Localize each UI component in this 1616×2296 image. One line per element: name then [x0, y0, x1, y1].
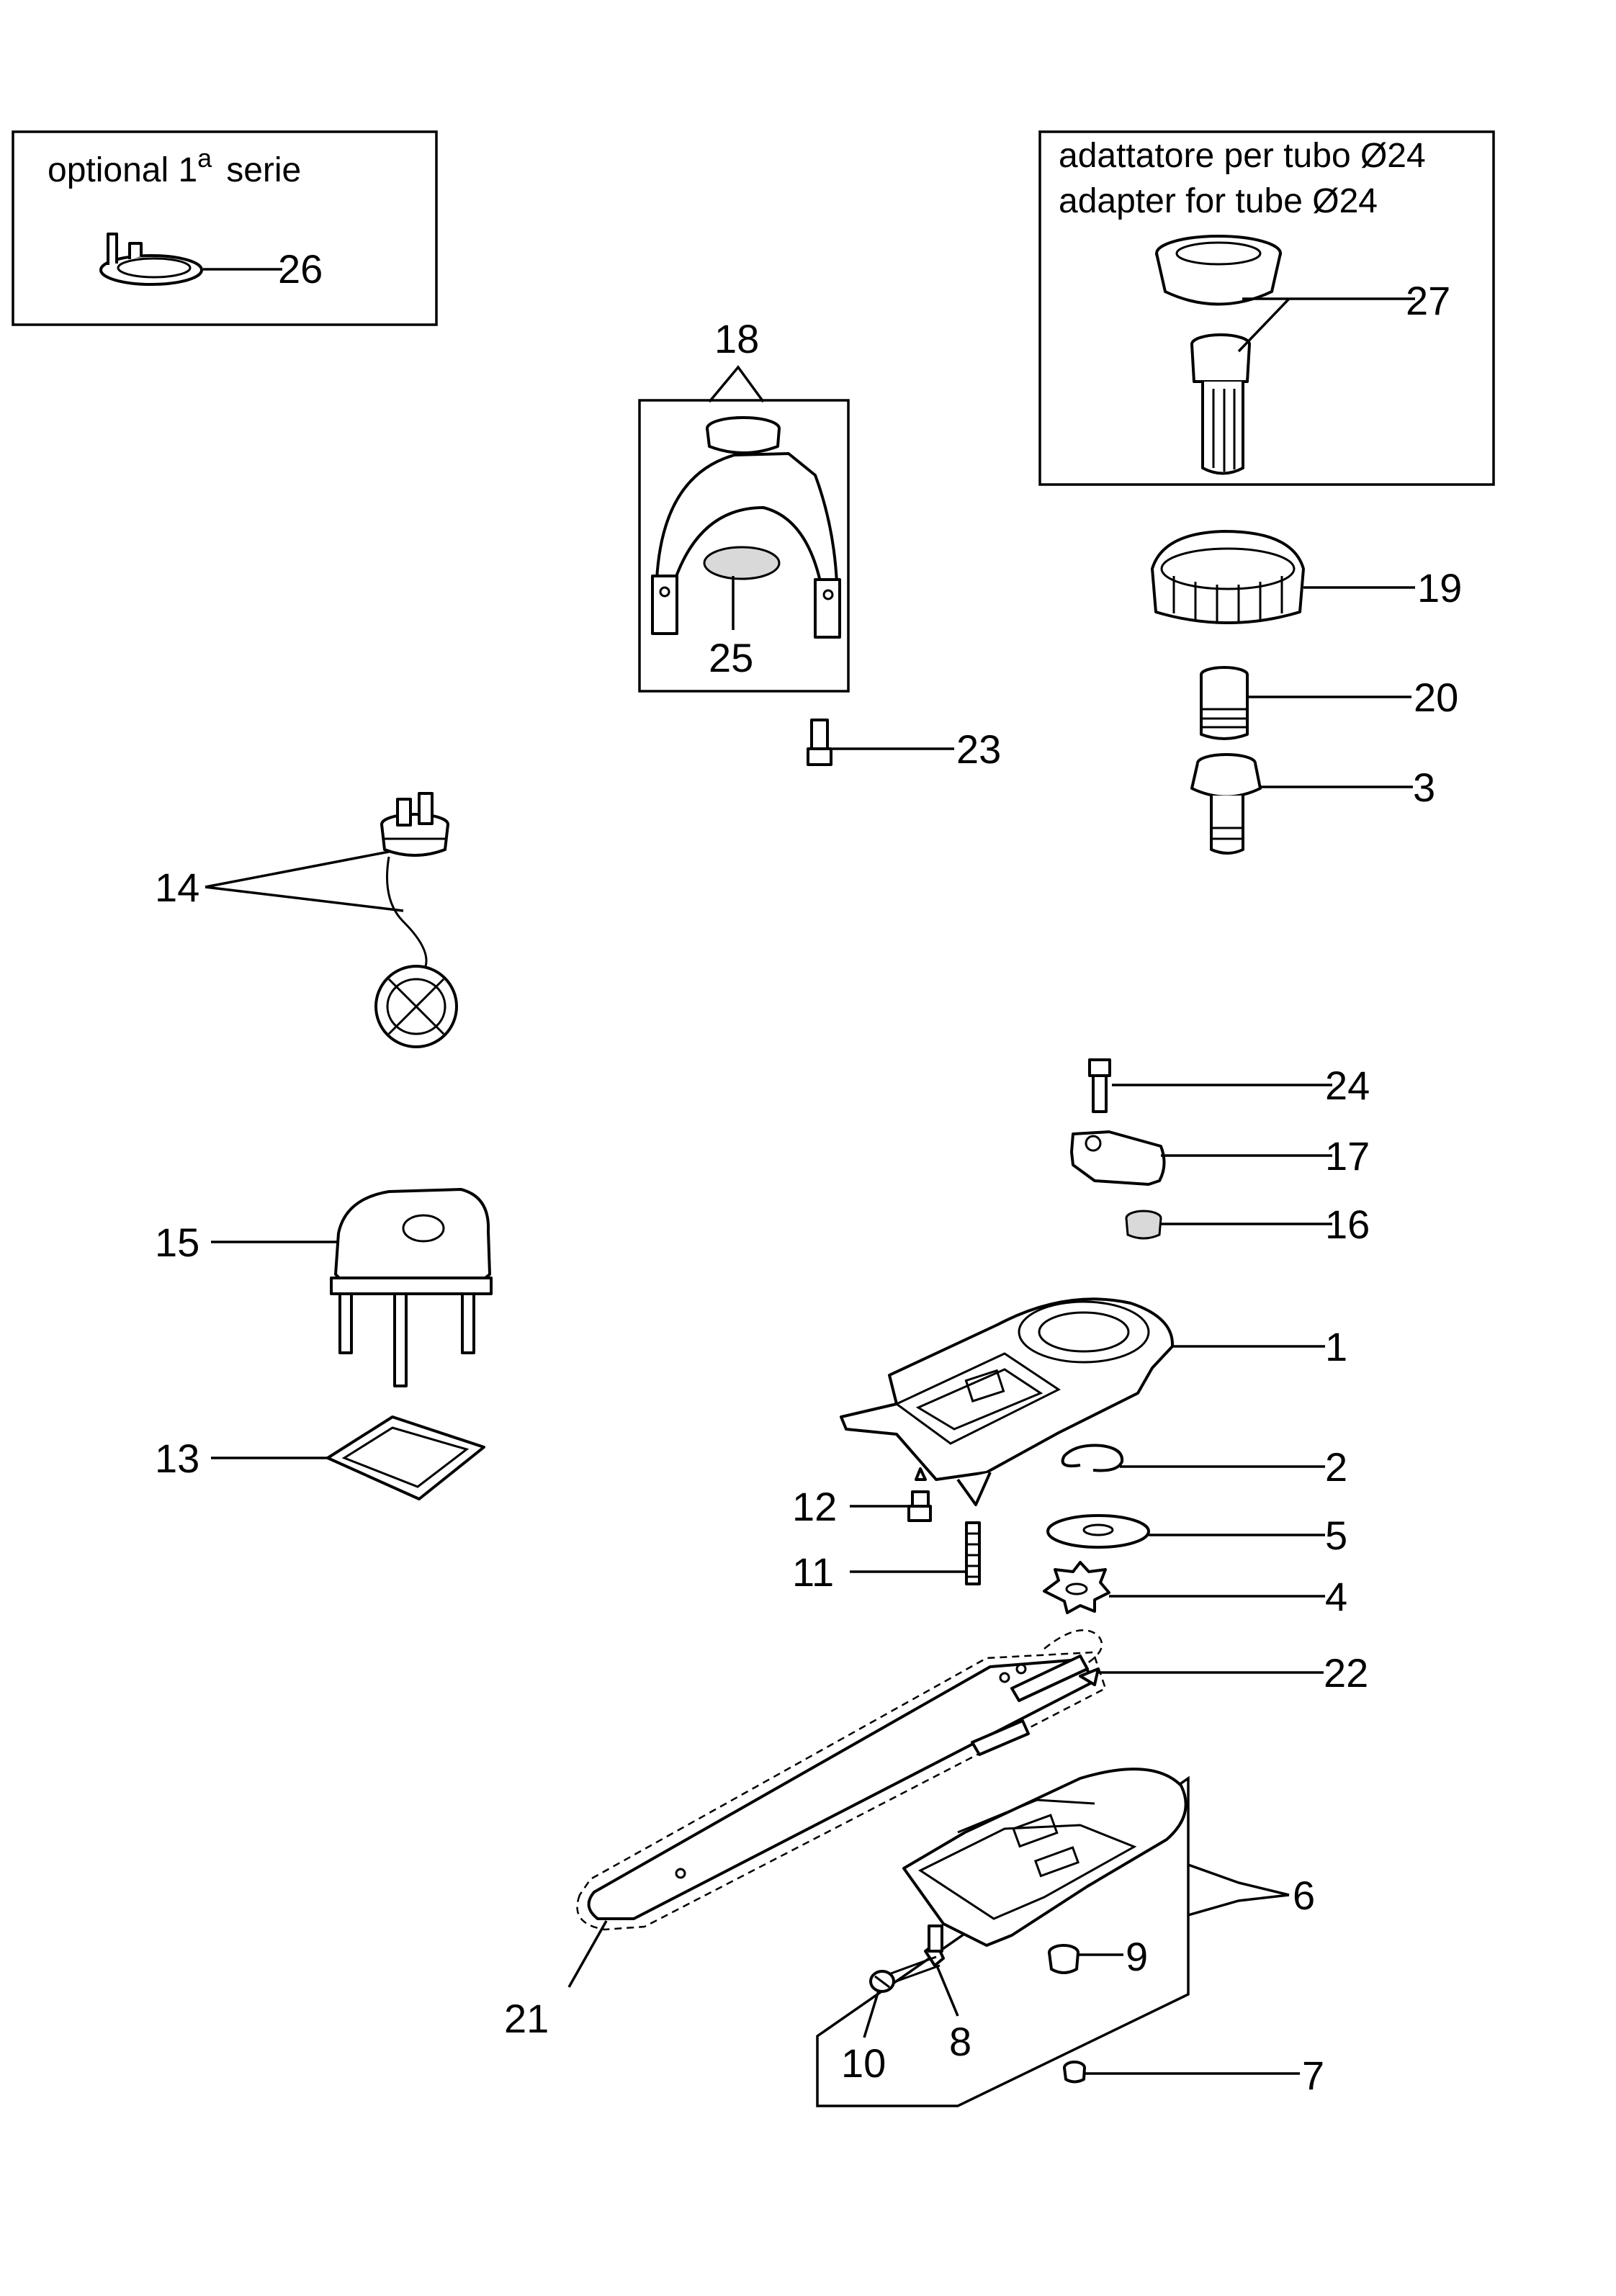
part-27-adapter-shaft [1190, 333, 1251, 475]
optional-box-title-end: serie [226, 151, 301, 189]
callout-8: 8 [949, 2019, 971, 2064]
callout-2: 2 [1325, 1444, 1347, 1490]
callout-10: 10 [841, 2040, 886, 2086]
part-8-tensioner: 8 [876, 1924, 971, 2064]
callout-18: 18 [714, 316, 759, 361]
part-10-screw: 10 [841, 1970, 895, 2086]
callout-14: 14 [155, 865, 199, 910]
part-27-adapter-cap [1155, 235, 1282, 306]
callout-6: 6 [1293, 1873, 1315, 1918]
callout-16: 16 [1325, 1202, 1370, 1247]
part-3-spindle: 3 [1190, 753, 1435, 855]
part-17-clamp-plate: 17 [1070, 1130, 1370, 1186]
part-14-oil-cap: 14 [155, 792, 458, 1048]
callout-3: 3 [1413, 765, 1435, 810]
part-11-stud: 11 [792, 1521, 981, 1595]
part-22-chain-link: 22 [971, 1629, 1368, 1756]
adapter-box: adattatore per tubo Ø24 adapter for tube… [1038, 130, 1495, 486]
part-26-ring [99, 233, 203, 286]
callout-24: 24 [1325, 1063, 1370, 1108]
callout-23: 23 [956, 726, 1001, 772]
callout-17: 17 [1325, 1133, 1370, 1179]
part-20-bushing: 20 [1200, 666, 1458, 740]
callout-5: 5 [1325, 1513, 1347, 1558]
callout-20: 20 [1414, 675, 1458, 720]
part-7-nut: 7 [1063, 2053, 1324, 2098]
callout-1: 1 [1325, 1324, 1347, 1369]
callout-13: 13 [155, 1436, 199, 1481]
part-6-chain-cover-assembly: 6 [816, 1768, 1315, 2107]
callout-22: 22 [1324, 1650, 1368, 1696]
part-4-sprocket: 4 [1043, 1561, 1347, 1619]
part-1-gear-housing: 1 [840, 1297, 1347, 1506]
adapter-label-italian: adattatore per tubo Ø24 [1059, 137, 1426, 175]
callout-21: 21 [504, 1996, 549, 2041]
callout-4: 4 [1325, 1574, 1347, 1619]
callout-25: 25 [709, 635, 753, 680]
callout-11: 11 [792, 1549, 834, 1595]
part-5-washer: 5 [1046, 1513, 1347, 1558]
part-15-cover: 15 [155, 1188, 493, 1387]
callout-19: 19 [1417, 565, 1462, 611]
part-9-nut: 9 [1048, 1934, 1148, 1979]
part-23-bolt: 23 [807, 719, 1001, 772]
part-2-circlip: 2 [1061, 1444, 1347, 1490]
callout-7: 7 [1302, 2053, 1324, 2098]
callout-27: 27 [1406, 278, 1450, 323]
optional-box-title: optional 1 [48, 151, 197, 189]
part-16-nut: 16 [1125, 1202, 1370, 1247]
part-13-gasket: 13 [155, 1415, 485, 1500]
part-12-screw: 12 [792, 1467, 932, 1529]
optional-box-superscript: a [197, 143, 212, 173]
adapter-label-english: adapter for tube Ø24 [1059, 182, 1378, 220]
part-18-guard-assembly: 18 25 [638, 316, 850, 693]
part-24-screw: 24 [1088, 1058, 1370, 1113]
callout-12: 12 [792, 1484, 837, 1529]
part-19-drive-ring: 19 [1151, 530, 1462, 624]
callout-9: 9 [1126, 1934, 1148, 1979]
callout-26: 26 [278, 246, 323, 292]
callout-15: 15 [155, 1220, 199, 1265]
